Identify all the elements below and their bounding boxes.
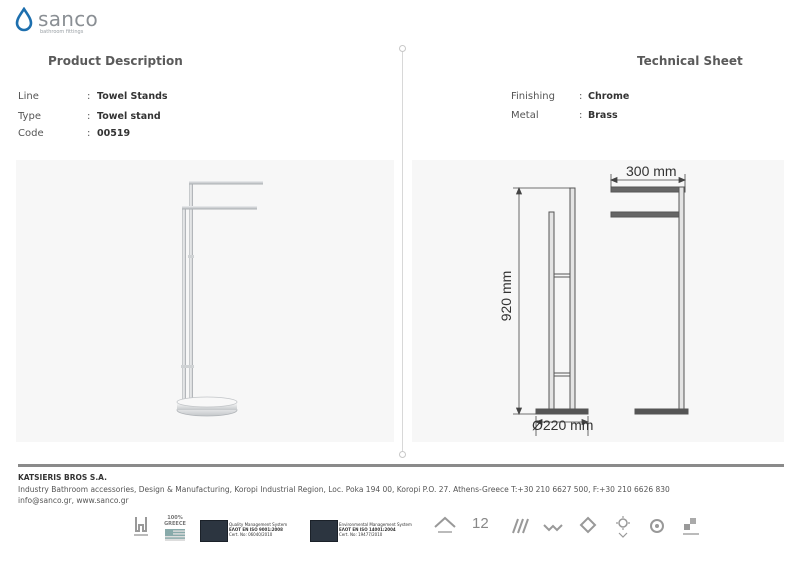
sun-icon [616,516,630,538]
iso-14001-logo [310,520,338,542]
company-name: KATSIERIS BROS S.A. [18,473,107,482]
brand-name: sanco [38,7,99,31]
towel-stand-image [176,181,263,417]
slashes-icon [512,518,529,534]
greece-badge: 100% GREECE [164,515,186,527]
product-image-panel [16,160,394,442]
technical-drawing [513,174,689,436]
recycle-icon [579,516,597,534]
iso-9001-cert: Cert. No: 06040/2010 [229,532,273,537]
divider-dot-bottom [399,451,406,458]
sanco-logo: sanco bathroom fittings [14,5,124,39]
spec-label-metal: Metal [511,110,539,121]
years-warranty-badge: 12 [472,515,489,532]
spec-value-type: Towel stand [97,111,161,122]
width-dimension-label: 300 mm [626,163,677,179]
iso-9001-standard: ΕΛΟΤ EN ISO 9001:2008 [229,527,283,532]
iso-14001-standard: ΕΛΟΤ EN ISO 14001:2004 [339,527,396,532]
iso-14001-title: Environmental Management System [339,522,412,527]
spec-colon: : [579,91,583,102]
hotel-logo-icon [134,517,148,536]
spec-label-code: Code [18,128,44,139]
greek-flag-icon [165,529,185,541]
rotation-icon [650,519,664,533]
company-contact: info@sanco.gr, www.sanco.gr [18,496,129,505]
center-divider [402,48,403,456]
divider-dot-top [399,45,406,52]
spec-label-type: Type [18,111,41,122]
spec-colon: : [87,91,91,102]
iso-14001-cert: Cert. No: 19477/2010 [339,532,383,537]
nano-coating-icon [683,518,699,535]
height-dimension-label: 920 mm [498,270,514,322]
brass-house-icon [434,516,456,533]
check-wave-icon [543,524,563,532]
footer-divider [18,464,784,467]
technical-sheet-heading: Technical Sheet [637,54,743,68]
spec-value-finishing: Chrome [588,91,630,102]
brand-tagline: bathroom fittings [40,29,84,35]
spec-value-metal: Brass [588,110,618,121]
company-address: Industry Bathroom accessories, Design & … [18,485,670,494]
iso-9001-title: Quality Management System [229,522,288,527]
spec-value-line: Towel Stands [97,91,168,102]
water-drop-icon [15,7,33,32]
spec-value-code: 00519 [97,128,131,139]
certification-logos: 100% GREECE Quality Management System ΕΛ… [128,515,708,545]
spec-label-line: Line [18,91,39,102]
spec-colon: : [87,111,91,122]
spec-colon: : [87,128,91,139]
spec-colon: : [579,110,583,121]
spec-label-finishing: Finishing [511,91,555,102]
product-description-heading: Product Description [48,54,183,68]
base-dimension-label: Ø220 mm [532,417,594,433]
iso-9001-logo [200,520,228,542]
technical-drawing-panel: 300 mm 920 mm Ø220 mm [412,160,784,442]
